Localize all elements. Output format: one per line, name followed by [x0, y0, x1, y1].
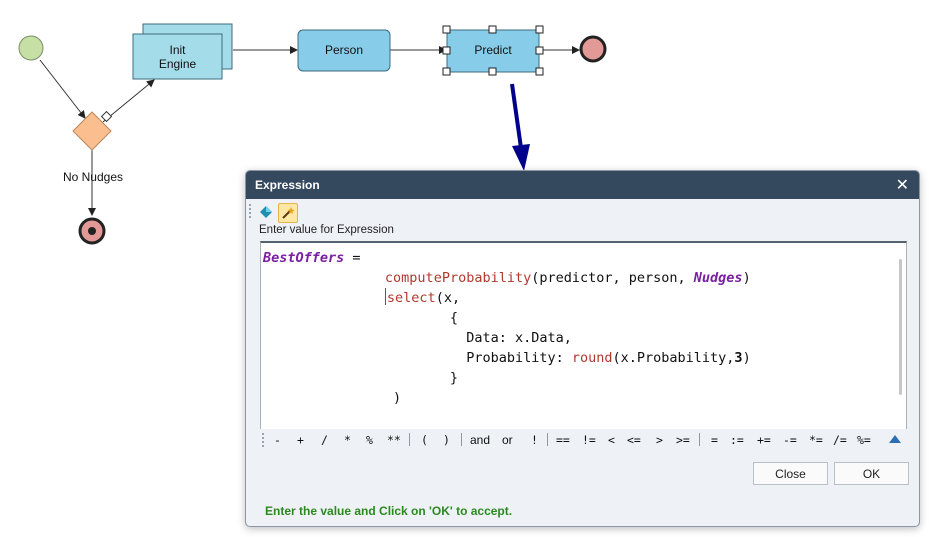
op-divide-assign-button[interactable]: /= [833, 433, 847, 447]
code-token [263, 290, 385, 306]
code-token [263, 270, 385, 286]
op-equal-button[interactable]: == [556, 433, 570, 447]
op-minus-assign-button[interactable]: -= [783, 433, 797, 447]
op-modulo-button[interactable]: % [366, 433, 373, 447]
op-and-button[interactable]: and [470, 433, 491, 447]
code-token: (x.Probability, [612, 350, 735, 366]
op-open-paren-button[interactable]: ( [421, 433, 428, 447]
chevron-up-icon[interactable] [889, 435, 901, 443]
code-token-var: Nudges [693, 270, 743, 286]
code-token: { [263, 310, 459, 326]
ok-button[interactable]: OK [834, 462, 909, 485]
status-message: Enter the value and Click on 'OK' to acc… [265, 504, 513, 518]
op-less-button[interactable]: < [608, 433, 615, 447]
op-greater-equal-button[interactable]: >= [676, 433, 690, 447]
edge-decision-to-init [102, 79, 155, 123]
expression-dialog: Expression ✕ Enter value for Expression … [245, 170, 920, 527]
code-token-fn: select [386, 290, 436, 306]
operator-separator [547, 433, 548, 446]
expression-code[interactable]: BestOffers = computeProbability(predicto… [263, 248, 751, 408]
op-greater-button[interactable]: > [656, 433, 663, 447]
code-line: } [263, 370, 458, 386]
op-assign-button[interactable]: = [711, 433, 718, 447]
end-event[interactable] [579, 35, 607, 63]
decision-label: No Nudges [62, 170, 124, 184]
code-line: { [263, 310, 458, 326]
code-line: select(x, [263, 288, 461, 306]
code-token-num: 3 [734, 350, 743, 366]
code-line: Probability: round(x.Probability,3) [263, 350, 751, 366]
dialog-toolbar [246, 199, 919, 223]
person-node[interactable] [297, 29, 391, 72]
op-not-button[interactable]: ! [531, 433, 538, 447]
dialog-title: Expression [255, 178, 320, 192]
op-or-button[interactable]: or [502, 433, 513, 447]
magic-wand-icon[interactable] [278, 203, 298, 223]
op-less-equal-button[interactable]: <= [627, 433, 641, 447]
expression-editor[interactable]: BestOffers = computeProbability(predicto… [260, 241, 907, 431]
op-plus-button[interactable]: + [297, 433, 304, 447]
code-token: ) [742, 270, 751, 286]
code-token: (predictor, person, [531, 270, 694, 286]
predict-label: Predict [474, 43, 512, 57]
expression-prompt-label: Enter value for Expression [259, 224, 394, 236]
code-line: computeProbability(predictor, person, Nu… [263, 270, 751, 286]
close-icon[interactable]: ✕ [895, 175, 909, 194]
code-token: (x, [435, 290, 461, 306]
start-event[interactable] [18, 35, 44, 61]
op-multiply-assign-button[interactable]: *= [809, 433, 823, 447]
edge-start-to-decision [39, 59, 86, 119]
op-power-button[interactable]: ** [387, 433, 401, 447]
code-token: Probability: [263, 350, 572, 366]
operator-separator [461, 433, 462, 446]
diamond-icon[interactable] [257, 203, 275, 221]
code-token: ) [742, 350, 751, 366]
close-button[interactable]: Close [753, 462, 828, 485]
code-token-var: BestOffers [263, 250, 345, 266]
predict-node[interactable] [446, 29, 540, 73]
operator-separator [409, 433, 410, 446]
code-token-fn: computeProbability [384, 270, 532, 286]
default-flow-marker [100, 110, 113, 123]
code-line: BestOffers = [263, 250, 361, 266]
operator-toolbar: - + / * % ** ( ) and or ! == != < <= > >… [260, 429, 907, 451]
code-token: Data: x.Data, [263, 330, 572, 346]
end-event-dot [88, 227, 96, 235]
op-modulo-assign-button[interactable]: %= [857, 433, 871, 447]
text-caret [384, 288, 386, 305]
init-engine-node[interactable] [132, 33, 223, 80]
annotation-arrow-head [512, 144, 530, 171]
selection-handles[interactable] [442, 25, 544, 76]
code-line: ) [263, 390, 401, 406]
code-line: Data: x.Data, [263, 330, 572, 346]
annotation-arrow [510, 83, 523, 149]
decision-gateway[interactable] [72, 111, 112, 151]
code-token: ) [263, 390, 402, 406]
dialog-titlebar[interactable]: Expression ✕ [246, 171, 919, 199]
op-minus-button[interactable]: - [274, 433, 281, 447]
editor-scrollbar[interactable] [899, 259, 902, 395]
code-token-fn: round [571, 350, 613, 366]
op-multiply-button[interactable]: * [344, 433, 351, 447]
op-divide-button[interactable]: / [321, 433, 328, 447]
op-colon-assign-button[interactable]: := [730, 433, 744, 447]
person-label: Person [324, 43, 364, 57]
toolbar-grip[interactable] [249, 204, 253, 218]
op-plus-assign-button[interactable]: += [757, 433, 771, 447]
operator-separator [699, 433, 700, 446]
code-token: } [263, 370, 459, 386]
op-not-equal-button[interactable]: != [582, 433, 596, 447]
init-engine-label: Init Engine [158, 43, 197, 71]
operator-toolbar-grip[interactable] [262, 433, 264, 447]
op-close-paren-button[interactable]: ) [443, 433, 450, 447]
code-token: = [344, 250, 361, 266]
